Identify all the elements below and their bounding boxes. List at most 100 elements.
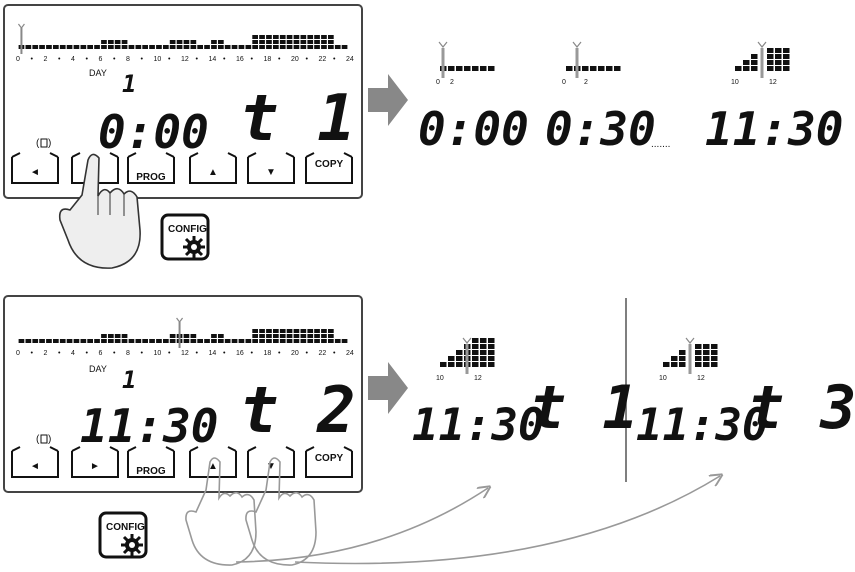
- mini-cell: [472, 362, 479, 367]
- schedule-cell: [218, 339, 224, 343]
- down-button-label: ▼: [266, 167, 276, 178]
- svg-text:(: (: [36, 138, 40, 149]
- schedule-cell: [18, 339, 25, 343]
- up-button[interactable]: ▲: [189, 152, 237, 184]
- schedule-cell: [87, 45, 93, 49]
- schedule-cell: [314, 40, 320, 44]
- tick-dot: [195, 57, 198, 60]
- button-row-top: ◄►PROG▲▼COPY: [11, 152, 353, 184]
- mini-cell: [472, 344, 479, 349]
- mini-cell: [711, 362, 718, 367]
- hand-outline-icon: [185, 457, 257, 566]
- schedule-cell: [101, 40, 107, 44]
- tick-label: 16: [236, 56, 244, 63]
- schedule-cell: [87, 339, 93, 343]
- mini-cell: [767, 54, 774, 59]
- schedule-cell: [245, 45, 252, 49]
- schedule-cell: [190, 40, 197, 44]
- mini-cell: [488, 66, 495, 71]
- schedule-cell: [252, 329, 258, 333]
- mini-cell: [783, 60, 790, 65]
- config-icon: CONFIG: [160, 213, 210, 261]
- schedule-cell: [108, 45, 114, 49]
- schedule-cell: [279, 339, 286, 343]
- tick-dot: [333, 351, 336, 354]
- cursor-marker: [176, 317, 184, 323]
- mini-cell: [751, 54, 758, 59]
- schedule-cell: [163, 339, 169, 343]
- tick-label: 8: [126, 56, 130, 63]
- mini-cell: [695, 362, 702, 367]
- tick-label: 14: [209, 56, 217, 63]
- mini-cell: [606, 66, 613, 71]
- schedule-cell: [286, 35, 293, 39]
- mini-cell: [743, 66, 750, 71]
- schedule-cell: [307, 45, 314, 49]
- svg-text:): ): [48, 434, 51, 445]
- curved-arrow: [235, 488, 488, 563]
- time-display: 11:30: [80, 399, 218, 453]
- schedule-cell: [183, 334, 190, 338]
- copy-button[interactable]: COPY: [305, 446, 353, 478]
- mini-cell: [751, 66, 758, 71]
- mini-tick: 12: [697, 375, 705, 382]
- curved-arrow: [294, 476, 720, 565]
- left-button-label: ◄: [30, 461, 40, 472]
- schedule-cell: [53, 45, 59, 49]
- schedule-cell: [293, 334, 300, 338]
- schedule-cell: [328, 334, 334, 338]
- tick-label: 18: [264, 56, 272, 63]
- schedule-cell: [279, 45, 286, 49]
- tick-label: 6: [99, 56, 103, 63]
- schedule-cell: [231, 45, 238, 49]
- schedule-cell: [300, 334, 307, 338]
- left-button[interactable]: ◄: [11, 446, 59, 478]
- copy-button-label: COPY: [315, 453, 344, 464]
- schedule-cell: [156, 45, 162, 49]
- day-value: 1: [122, 70, 136, 98]
- mini-tick: 12: [769, 79, 777, 86]
- schedule-cell: [169, 40, 176, 44]
- schedule-cell: [273, 45, 279, 49]
- prog-button[interactable]: PROG: [127, 152, 175, 184]
- tick-dot: [305, 351, 308, 354]
- schedule-cell: [279, 329, 286, 333]
- down-button[interactable]: ▼: [247, 446, 295, 478]
- schedule-cell: [183, 339, 190, 343]
- schedule-cell: [46, 339, 52, 343]
- schedule-cell: [121, 339, 128, 343]
- schedule-cell: [300, 339, 307, 343]
- left-button-label: ◄: [30, 167, 40, 178]
- schedule-cell: [307, 329, 314, 333]
- right-button[interactable]: ►: [71, 446, 119, 478]
- schedule-cell: [121, 45, 128, 49]
- schedule-cell: [300, 35, 307, 39]
- mini-cell: [711, 350, 718, 355]
- schedule-bar-bottom: [18, 317, 348, 348]
- hand-pointer-icon: [58, 153, 141, 269]
- arrow-right-icon: [368, 362, 408, 414]
- schedule-cell: [259, 334, 265, 338]
- mini-cell: [711, 356, 718, 361]
- schedule-cell: [328, 329, 334, 333]
- schedule-cell: [218, 45, 224, 49]
- period-result-1: t 1: [530, 373, 638, 443]
- mini-cell: [767, 48, 774, 53]
- schedule-cell: [266, 40, 272, 44]
- schedule-cell: [341, 45, 348, 49]
- tick-dot: [30, 351, 33, 354]
- copy-button[interactable]: COPY: [305, 152, 353, 184]
- left-button[interactable]: ◄: [11, 152, 59, 184]
- schedule-cell: [66, 45, 73, 49]
- prog-button[interactable]: PROG: [127, 446, 175, 478]
- down-button[interactable]: ▼: [247, 152, 295, 184]
- up-button[interactable]: ▲: [189, 446, 237, 478]
- time-step-3: 11:30: [705, 102, 843, 156]
- schedule-cell: [25, 339, 32, 343]
- schedule-cell: [101, 45, 107, 49]
